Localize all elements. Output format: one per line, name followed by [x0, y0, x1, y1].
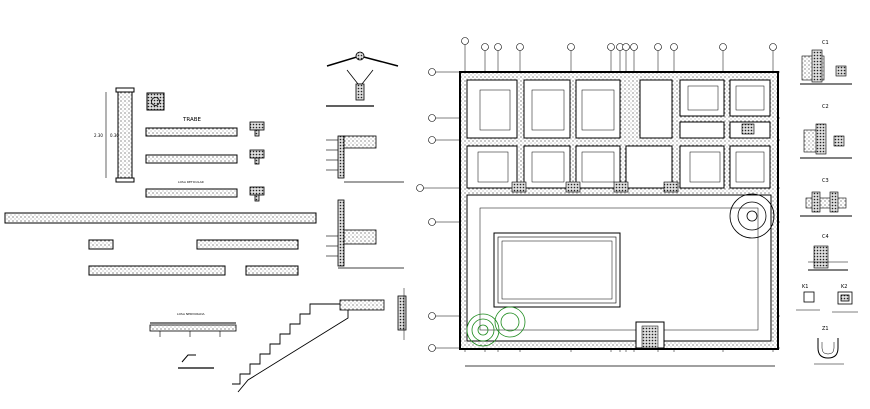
tree-icon [466, 193, 775, 347]
nervurada-detail [149, 322, 237, 369]
detail-c1 [800, 49, 852, 85]
dim-height-2: 0.30 [110, 133, 119, 138]
plan-rooms [466, 79, 771, 189]
detail-z1 [814, 338, 844, 365]
detail-k2 [832, 291, 858, 313]
beam-set-lower [4, 212, 317, 276]
roof-joint-detail [326, 51, 399, 107]
label-c4: C4 [822, 234, 829, 240]
column-section [146, 92, 165, 111]
label-losa-reticular: LOSA RETICULAR [178, 180, 204, 184]
wall-detail-1 [326, 135, 404, 183]
dim-height-1: 2.30 [94, 133, 103, 138]
plan-pool [493, 232, 621, 308]
label-losa-nervurada: LOSA NERVURADA [177, 312, 205, 316]
beam-set-upper [145, 127, 238, 198]
beam-sections [249, 121, 265, 202]
grid-bubbles [416, 37, 777, 352]
label-trabe: TRABE [182, 117, 201, 123]
column-elevation [105, 87, 135, 183]
detail-k1 [796, 291, 820, 311]
label-c1: C1 [822, 40, 829, 46]
detail-c4 [808, 245, 848, 271]
plan-yard [466, 194, 772, 342]
detail-c2 [800, 123, 852, 159]
label-k2: K2 [841, 284, 847, 290]
label-c2: C2 [822, 104, 829, 110]
floor-plan [416, 37, 780, 367]
label-z1: Z1 [822, 326, 829, 332]
label-k1: K1 [802, 284, 808, 290]
detail-c3 [800, 191, 852, 217]
label-c3: C3 [822, 178, 829, 184]
wall-detail-2 [326, 199, 404, 269]
stair-section [232, 288, 407, 393]
